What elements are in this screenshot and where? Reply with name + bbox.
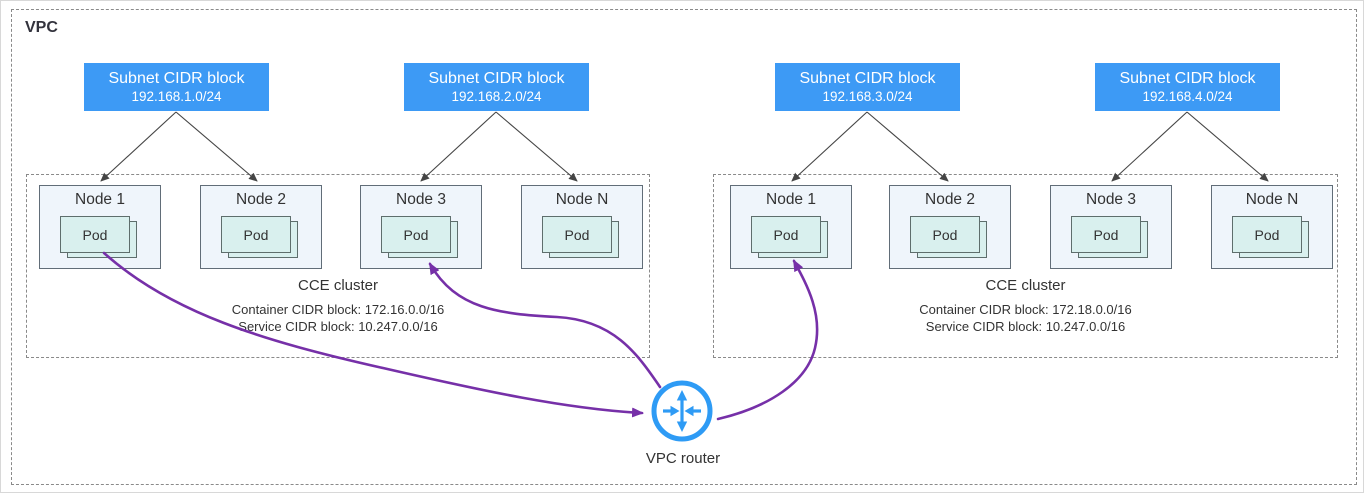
subnet-cidr-block-4: Subnet CIDR block 192.168.4.0/24 xyxy=(1095,63,1280,111)
pod-stack: Pod xyxy=(1232,216,1310,260)
node-label: Node 1 xyxy=(75,191,125,208)
node-box: Node 1 Pod xyxy=(730,185,852,269)
subnet-cidr-block-2: Subnet CIDR block 192.168.2.0/24 xyxy=(404,63,589,111)
service-cidr: Service CIDR block: 10.247.0.0/16 xyxy=(238,319,438,334)
pod: Pod xyxy=(1071,216,1141,253)
container-cidr: Container CIDR block: 172.18.0.0/16 xyxy=(919,302,1132,317)
node-box: Node N Pod xyxy=(1211,185,1333,269)
vpc-router-icon xyxy=(651,380,713,442)
pod: Pod xyxy=(60,216,130,253)
subnet-cidr-block-3: Subnet CIDR block 192.168.3.0/24 xyxy=(775,63,960,111)
node-box: Node 3 Pod xyxy=(1050,185,1172,269)
subnet-cidr: 192.168.3.0/24 xyxy=(822,88,913,104)
vpc-label: VPC xyxy=(25,19,58,36)
pod-stack: Pod xyxy=(221,216,299,260)
pod: Pod xyxy=(751,216,821,253)
node-box: Node N Pod xyxy=(521,185,643,269)
pod-stack: Pod xyxy=(910,216,988,260)
pod-stack: Pod xyxy=(542,216,620,260)
node-box: Node 1 Pod xyxy=(39,185,161,269)
pod-stack: Pod xyxy=(381,216,459,260)
subnet-title: Subnet CIDR block xyxy=(1119,69,1256,87)
pod-stack: Pod xyxy=(60,216,138,260)
vpc-router-label: VPC router xyxy=(645,450,721,467)
service-cidr: Service CIDR block: 10.247.0.0/16 xyxy=(925,319,1126,334)
pod: Pod xyxy=(542,216,612,253)
pod-stack: Pod xyxy=(1071,216,1149,260)
pod: Pod xyxy=(1232,216,1302,253)
node-label: Node 3 xyxy=(1086,191,1136,208)
pod: Pod xyxy=(381,216,451,253)
container-cidr: Container CIDR block: 172.16.0.0/16 xyxy=(231,302,445,317)
node-label: Node 3 xyxy=(396,191,446,208)
subnet-title: Subnet CIDR block xyxy=(108,69,245,87)
cce-cluster-2: Node 1 Pod Node 2 Pod Node 3 Pod Node N xyxy=(713,174,1338,358)
cluster-name: CCE cluster xyxy=(297,277,379,294)
vpc-boundary xyxy=(11,9,1357,485)
node-label: Node 1 xyxy=(766,191,816,208)
cluster-name: CCE cluster xyxy=(985,277,1066,294)
subnet-title: Subnet CIDR block xyxy=(799,69,936,87)
pod: Pod xyxy=(221,216,291,253)
cce-cluster-1: Node 1 Pod Node 2 Pod Node 3 Pod Node N xyxy=(26,174,650,358)
pod: Pod xyxy=(910,216,980,253)
node-label: Node 2 xyxy=(236,191,286,208)
node-label: Node N xyxy=(1245,191,1299,208)
pod-stack: Pod xyxy=(751,216,829,260)
subnet-cidr-block-1: Subnet CIDR block 192.168.1.0/24 xyxy=(84,63,269,111)
subnet-cidr: 192.168.1.0/24 xyxy=(131,88,222,104)
node-box: Node 2 Pod xyxy=(200,185,322,269)
cluster-caption: CCE cluster Container CIDR block: 172.18… xyxy=(714,277,1337,335)
node-label: Node N xyxy=(555,191,609,208)
subnet-cidr: 192.168.4.0/24 xyxy=(1142,88,1233,104)
subnet-title: Subnet CIDR block xyxy=(428,69,565,87)
node-box: Node 3 Pod xyxy=(360,185,482,269)
node-label: Node 2 xyxy=(925,191,975,208)
subnet-cidr: 192.168.2.0/24 xyxy=(451,88,542,104)
node-box: Node 2 Pod xyxy=(889,185,1011,269)
cluster-caption: CCE cluster Container CIDR block: 172.16… xyxy=(27,277,649,335)
